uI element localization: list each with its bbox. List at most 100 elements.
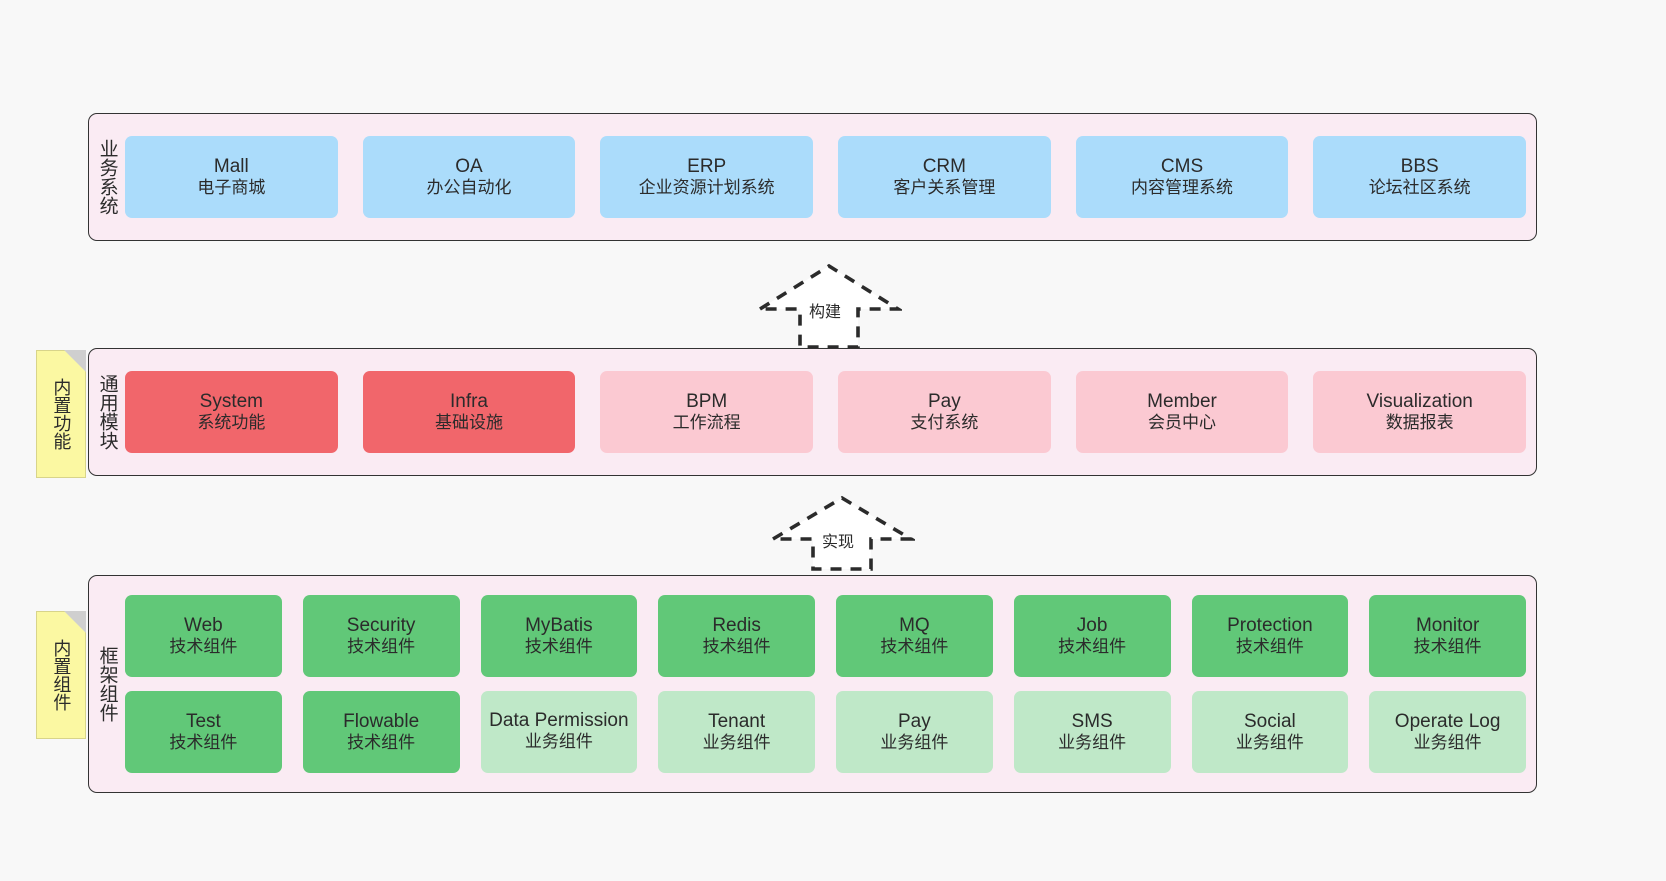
box-subtitle: 技术组件 bbox=[169, 637, 238, 657]
layer-body-common-module: System 系统功能 Infra 基础设施 BPM 工作流程 Pay 支付系统… bbox=[125, 349, 1536, 475]
box-subtitle: 工作流程 bbox=[672, 413, 741, 433]
box-subtitle: 内容管理系统 bbox=[1131, 178, 1234, 198]
box-subtitle: 企业资源计划系统 bbox=[638, 178, 775, 198]
box-subtitle: 技术组件 bbox=[169, 733, 238, 753]
box-title: SMS bbox=[1071, 711, 1113, 733]
box-title: Monitor bbox=[1415, 615, 1480, 637]
box-subtitle: 技术组件 bbox=[880, 637, 949, 657]
box-subtitle: 数据报表 bbox=[1385, 413, 1454, 433]
layer-title-framework-component: 框架组件 bbox=[96, 646, 118, 722]
box-title: Security bbox=[346, 615, 416, 637]
box-title: Pay bbox=[927, 391, 961, 413]
note-label: 内置功能 bbox=[51, 378, 72, 450]
connector-build: 构建 bbox=[753, 258, 905, 350]
box-web[interactable]: Web 技术组件 bbox=[125, 595, 282, 677]
box-title: CRM bbox=[922, 156, 966, 178]
box-title: Social bbox=[1244, 711, 1296, 733]
box-subtitle: 会员中心 bbox=[1148, 413, 1217, 433]
layer-business-system: 业务系统 Mall 电子商城 OA 办公自动化 ERP 企业资源计划系统 CRM… bbox=[88, 113, 1537, 241]
box-subtitle: 技术组件 bbox=[524, 637, 593, 657]
box-title: OA bbox=[455, 156, 483, 178]
box-title: Flowable bbox=[343, 711, 420, 733]
note-builtin-component: 内置组件 bbox=[36, 611, 86, 739]
box-subtitle: 业务组件 bbox=[1413, 733, 1482, 753]
box-system[interactable]: System 系统功能 bbox=[125, 371, 338, 453]
box-job[interactable]: Job 技术组件 bbox=[1013, 595, 1171, 677]
box-title: CMS bbox=[1160, 156, 1204, 178]
layer-row: Test 技术组件 Flowable 技术组件 Data Permission … bbox=[125, 691, 1526, 773]
connector-label: 构建 bbox=[809, 304, 842, 321]
box-flowable[interactable]: Flowable 技术组件 bbox=[302, 691, 460, 773]
box-title: BBS bbox=[1400, 156, 1439, 178]
box-title: Protection bbox=[1227, 615, 1313, 637]
box-subtitle: 技术组件 bbox=[347, 637, 416, 657]
box-tenant[interactable]: Tenant 业务组件 bbox=[658, 691, 815, 773]
box-title: Member bbox=[1147, 391, 1217, 413]
layer-framework-component: 框架组件 Web 技术组件 Security 技术组件 MyBatis 技术组件… bbox=[88, 575, 1537, 793]
layer-row: Web 技术组件 Security 技术组件 MyBatis 技术组件 Redi… bbox=[125, 595, 1526, 677]
connector-label: 实现 bbox=[822, 534, 855, 551]
box-mq[interactable]: MQ 技术组件 bbox=[836, 595, 993, 677]
box-security[interactable]: Security 技术组件 bbox=[302, 595, 460, 677]
box-visualization[interactable]: Visualization 数据报表 bbox=[1313, 371, 1527, 453]
note-label: 内置组件 bbox=[51, 639, 72, 711]
box-subtitle: 系统功能 bbox=[197, 413, 266, 433]
box-data-permission[interactable]: Data Permission 业务组件 bbox=[480, 691, 638, 773]
box-subtitle: 业务组件 bbox=[1235, 733, 1304, 753]
box-subtitle: 业务组件 bbox=[880, 733, 949, 753]
box-social[interactable]: Social 业务组件 bbox=[1191, 691, 1349, 773]
box-subtitle: 业务组件 bbox=[1058, 733, 1127, 753]
box-bbs[interactable]: BBS 论坛社区系统 bbox=[1313, 136, 1527, 218]
box-subtitle: 技术组件 bbox=[1235, 637, 1304, 657]
layer-common-module: 通用模块 System 系统功能 Infra 基础设施 BPM 工作流程 Pay… bbox=[88, 348, 1537, 476]
box-pay[interactable]: Pay 支付系统 bbox=[838, 371, 1051, 453]
box-monitor[interactable]: Monitor 技术组件 bbox=[1369, 595, 1526, 677]
box-pay-component[interactable]: Pay 业务组件 bbox=[836, 691, 993, 773]
box-subtitle: 基础设施 bbox=[435, 413, 503, 433]
box-mybatis[interactable]: MyBatis 技术组件 bbox=[480, 595, 638, 677]
box-title: Mall bbox=[213, 156, 249, 178]
box-title: Pay bbox=[898, 711, 931, 733]
box-title: ERP bbox=[687, 156, 727, 178]
box-title: Visualization bbox=[1366, 391, 1473, 413]
box-cms[interactable]: CMS 内容管理系统 bbox=[1075, 136, 1289, 218]
box-title: Web bbox=[184, 615, 223, 637]
box-subtitle: 支付系统 bbox=[910, 413, 979, 433]
box-operate-log[interactable]: Operate Log 业务组件 bbox=[1369, 691, 1526, 773]
box-sms[interactable]: SMS 业务组件 bbox=[1013, 691, 1171, 773]
box-bpm[interactable]: BPM 工作流程 bbox=[600, 371, 814, 453]
generalization-arrow-icon bbox=[753, 263, 905, 349]
box-subtitle: 客户关系管理 bbox=[893, 178, 996, 198]
connector-implement: 实现 bbox=[766, 492, 918, 572]
box-test[interactable]: Test 技术组件 bbox=[125, 691, 282, 773]
box-title: System bbox=[199, 391, 264, 413]
layer-title-business-system: 业务系统 bbox=[96, 139, 118, 215]
box-member[interactable]: Member 会员中心 bbox=[1075, 371, 1289, 453]
box-protection[interactable]: Protection 技术组件 bbox=[1191, 595, 1349, 677]
box-mall[interactable]: Mall 电子商城 bbox=[125, 136, 338, 218]
box-subtitle: 论坛社区系统 bbox=[1368, 178, 1471, 198]
box-subtitle: 业务组件 bbox=[702, 733, 771, 753]
box-crm[interactable]: CRM 客户关系管理 bbox=[838, 136, 1051, 218]
box-redis[interactable]: Redis 技术组件 bbox=[658, 595, 815, 677]
layer-title-common-module: 通用模块 bbox=[96, 374, 118, 450]
box-oa[interactable]: OA 办公自动化 bbox=[362, 136, 576, 218]
box-subtitle: 业务组件 bbox=[524, 732, 593, 752]
box-title: Tenant bbox=[708, 711, 766, 733]
box-subtitle: 技术组件 bbox=[1058, 637, 1127, 657]
box-subtitle: 技术组件 bbox=[702, 637, 771, 657]
box-title: MQ bbox=[899, 615, 930, 637]
box-subtitle: 电子商城 bbox=[197, 178, 266, 198]
box-title: MyBatis bbox=[525, 615, 593, 637]
box-erp[interactable]: ERP 企业资源计划系统 bbox=[600, 136, 814, 218]
box-title: Operate Log bbox=[1394, 711, 1501, 733]
layer-body-business-system: Mall 电子商城 OA 办公自动化 ERP 企业资源计划系统 CRM 客户关系… bbox=[125, 114, 1536, 240]
box-infra[interactable]: Infra 基础设施 bbox=[362, 371, 576, 453]
layer-row: System 系统功能 Infra 基础设施 BPM 工作流程 Pay 支付系统… bbox=[125, 371, 1527, 453]
box-title: BPM bbox=[686, 391, 728, 413]
layer-row: Mall 电子商城 OA 办公自动化 ERP 企业资源计划系统 CRM 客户关系… bbox=[125, 136, 1527, 218]
layer-body-framework-component: Web 技术组件 Security 技术组件 MyBatis 技术组件 Redi… bbox=[125, 576, 1536, 792]
note-builtin-function: 内置功能 bbox=[36, 350, 86, 478]
note-fold-icon bbox=[64, 350, 86, 372]
